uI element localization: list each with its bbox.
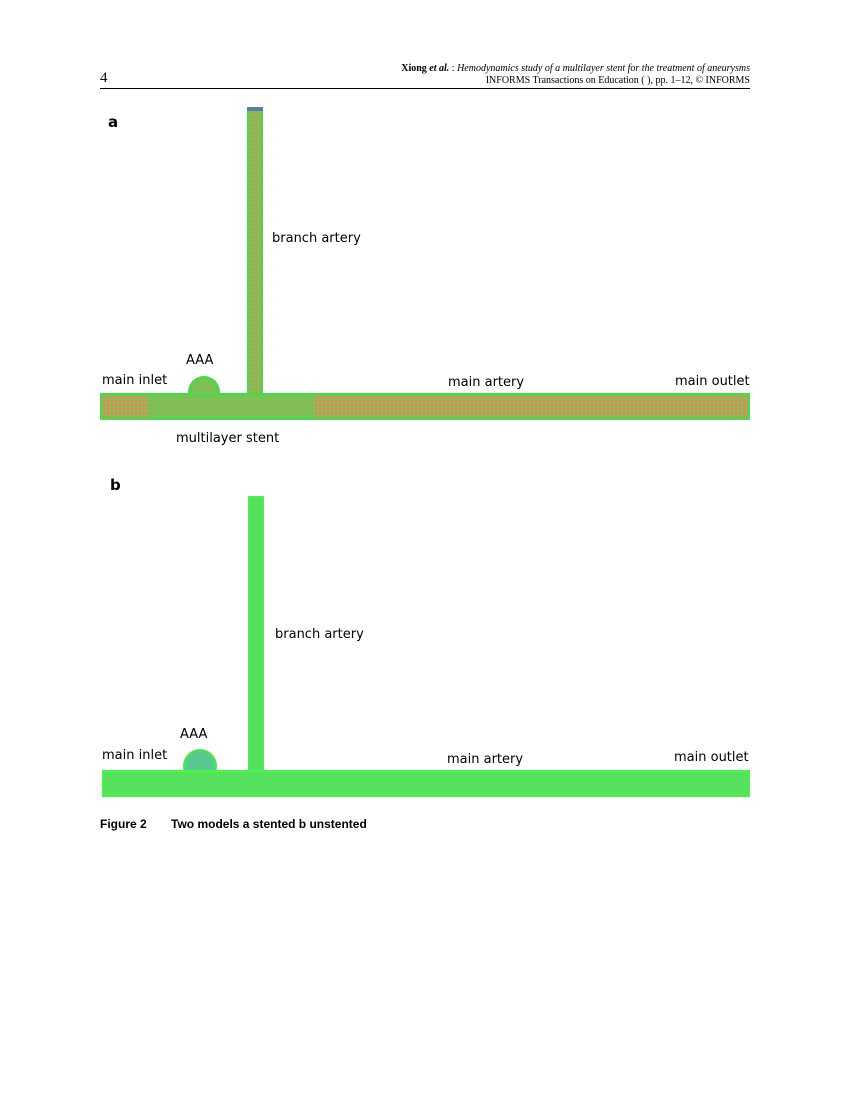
panel-a-label-branch: branch artery	[272, 231, 361, 246]
panel-a-letter: a	[108, 113, 118, 131]
panel-a-label-aaa: AAA	[186, 353, 214, 368]
panel-b-label-artery: main artery	[447, 752, 523, 767]
header-rule	[100, 88, 750, 89]
figure-caption-label: Figure 2	[100, 817, 147, 831]
panel-b-label-outlet: main outlet	[674, 750, 749, 765]
running-head-article-title: Hemodynamics study of a multilayer stent…	[457, 63, 750, 74]
panel-a-branch-outlet-cap	[247, 107, 263, 111]
running-head-line-1: Xiong et al. : Hemodynamics study of a m…	[401, 63, 750, 75]
panel-b-label-branch: branch artery	[275, 627, 364, 642]
panel-a-multilayer-stent	[152, 396, 310, 417]
panel-a-label-stent: multilayer stent	[176, 431, 279, 446]
panel-b-label-inlet: main inlet	[102, 748, 167, 763]
running-head-et-al: et al.	[429, 63, 450, 74]
panel-b-main-artery-mesh	[104, 773, 748, 794]
page-number: 4	[100, 70, 108, 86]
panel-a-branch-mesh	[249, 111, 261, 395]
panel-a-label-inlet: main inlet	[102, 373, 167, 388]
running-head: Xiong et al. : Hemodynamics study of a m…	[401, 63, 750, 87]
figure-caption-text: Two models a stented b unstented	[171, 817, 367, 831]
figure-panel-b: b branch artery AAA main inlet main arte…	[100, 470, 750, 800]
figure-caption: Figure 2 Two models a stented b unstented	[100, 817, 367, 831]
figure-panel-a: a branch artery AAA main inlet main arte…	[100, 105, 750, 450]
panel-b-letter: b	[110, 476, 121, 494]
figure-a-diagram: a branch artery AAA main inlet main arte…	[100, 107, 750, 446]
running-head-journal: INFORMS Transactions on Education ( ), p…	[485, 75, 750, 86]
figure-b-diagram: b branch artery AAA main inlet main arte…	[102, 476, 750, 797]
panel-a-label-artery: main artery	[448, 375, 524, 390]
running-head-colon: :	[451, 63, 455, 74]
panel-a-label-outlet: main outlet	[675, 374, 750, 389]
running-head-authors: Xiong	[401, 63, 427, 74]
panel-b-branch-mesh	[250, 498, 262, 770]
panel-b-label-aaa: AAA	[180, 727, 208, 742]
